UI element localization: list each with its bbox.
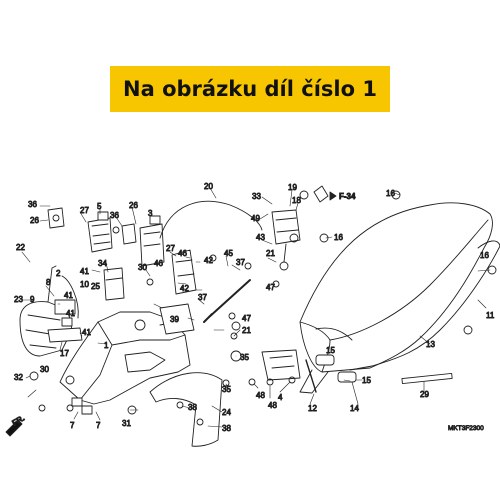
label-15a: 15 bbox=[362, 376, 371, 385]
label-29: 29 bbox=[420, 390, 429, 399]
label-27: 27 bbox=[80, 206, 89, 215]
label-49: 49 bbox=[251, 214, 260, 223]
label-18: 18 bbox=[292, 196, 301, 205]
label-17: 17 bbox=[60, 349, 69, 358]
label-7a: 7 bbox=[70, 421, 75, 430]
label-46b: 46 bbox=[154, 259, 163, 268]
label-25: 25 bbox=[91, 282, 100, 291]
mud-flap-part-24[interactable] bbox=[149, 372, 223, 447]
label-10: 10 bbox=[80, 280, 89, 289]
strap-part-29[interactable] bbox=[401, 372, 453, 385]
label-1: 1 bbox=[104, 341, 109, 350]
label-16c: 16 bbox=[480, 251, 489, 260]
label-43: 43 bbox=[256, 233, 265, 242]
bracket-part-26b[interactable] bbox=[121, 223, 137, 245]
fasteners bbox=[29, 185, 497, 426]
label-22: 22 bbox=[16, 243, 25, 252]
label-9: 9 bbox=[30, 295, 35, 304]
label-5: 5 bbox=[97, 202, 102, 211]
label-26a: 26 bbox=[30, 216, 39, 225]
rubber-part-15a[interactable] bbox=[315, 354, 335, 366]
label-19: 19 bbox=[288, 183, 297, 192]
seat-frame-part-11[interactable] bbox=[349, 240, 500, 371]
diagram-code: MKT3F2300 bbox=[448, 425, 484, 432]
label-47b: 47 bbox=[242, 314, 251, 323]
label-41d: 41 bbox=[82, 328, 91, 337]
part-labels: 36 26 27 5 36 26 3 20 33 19 18 16 16 16 … bbox=[14, 182, 496, 434]
label-36a: 36 bbox=[28, 200, 37, 209]
label-11: 11 bbox=[486, 311, 495, 320]
label-21a: 21 bbox=[266, 249, 275, 258]
label-16b: 16 bbox=[334, 233, 343, 242]
label-30b: 30 bbox=[40, 365, 49, 374]
latch-bracket[interactable] bbox=[261, 349, 301, 381]
label-34: 34 bbox=[98, 259, 107, 268]
label-48a: 48 bbox=[256, 391, 265, 400]
label-16a: 16 bbox=[386, 189, 395, 198]
label-41b: 41 bbox=[64, 291, 73, 300]
label-37a: 37 bbox=[236, 258, 245, 267]
label-31: 31 bbox=[122, 419, 131, 428]
rear-fender-part-1[interactable] bbox=[59, 311, 191, 405]
seat-lock-part-19[interactable] bbox=[271, 209, 301, 271]
label-4: 4 bbox=[278, 393, 283, 402]
label-36b: 36 bbox=[110, 211, 119, 220]
bracket-part-5[interactable] bbox=[87, 211, 113, 253]
bracket-part-34[interactable] bbox=[103, 267, 125, 301]
label-7b: 7 bbox=[96, 421, 101, 430]
label-8: 8 bbox=[46, 278, 51, 287]
rod-part-37[interactable] bbox=[203, 279, 251, 323]
label-35a: 35 bbox=[240, 353, 249, 362]
label-2: 2 bbox=[56, 269, 61, 278]
cable-part-20[interactable] bbox=[159, 200, 263, 239]
label-32: 32 bbox=[14, 373, 23, 382]
label-41c: 41 bbox=[66, 309, 75, 318]
bolt-part-12[interactable] bbox=[305, 359, 317, 393]
front-arrow: FR. bbox=[5, 413, 27, 437]
label-30a: 30 bbox=[138, 263, 147, 272]
label-48b: 48 bbox=[268, 401, 277, 410]
inner-panel-part-17[interactable] bbox=[47, 299, 83, 343]
bracket-part-26a[interactable] bbox=[47, 207, 65, 229]
label-14: 14 bbox=[350, 404, 359, 413]
label-47a: 47 bbox=[266, 283, 275, 292]
label-42a: 42 bbox=[204, 256, 213, 265]
label-42b: 42 bbox=[180, 284, 189, 293]
label-33: 33 bbox=[252, 192, 261, 201]
svg-text:FR.: FR. bbox=[11, 413, 27, 427]
center-stay-part-39[interactable] bbox=[159, 303, 195, 335]
bracket-part-3[interactable] bbox=[139, 215, 165, 267]
label-23: 23 bbox=[14, 295, 23, 304]
label-3: 3 bbox=[148, 209, 153, 218]
svg-text:F-34: F-34 bbox=[339, 192, 356, 201]
label-45: 45 bbox=[224, 249, 233, 258]
label-26b: 26 bbox=[129, 201, 138, 210]
label-46a: 46 bbox=[178, 249, 187, 258]
label-41a: 41 bbox=[80, 267, 89, 276]
label-38a: 38 bbox=[188, 403, 197, 412]
leader-lines bbox=[21, 187, 491, 428]
label-12: 12 bbox=[308, 404, 317, 413]
seat-part-13[interactable] bbox=[299, 202, 493, 394]
label-13: 13 bbox=[426, 340, 435, 349]
label-37b: 37 bbox=[198, 293, 207, 302]
label-38b: 38 bbox=[222, 424, 231, 433]
label-35b: 35 bbox=[222, 385, 231, 394]
label-15b: 15 bbox=[326, 346, 335, 355]
label-20: 20 bbox=[204, 182, 213, 191]
title-banner: Na obrázku díl číslo 1 bbox=[110, 66, 390, 112]
ref-arrow-f34: F-34 bbox=[329, 191, 356, 201]
title-text: Na obrázku díl číslo 1 bbox=[123, 77, 377, 101]
label-27b: 27 bbox=[166, 244, 175, 253]
label-24: 24 bbox=[222, 408, 231, 417]
label-39: 39 bbox=[170, 315, 179, 324]
rubber-part-15b[interactable] bbox=[337, 371, 357, 383]
label-21b: 21 bbox=[242, 326, 251, 335]
